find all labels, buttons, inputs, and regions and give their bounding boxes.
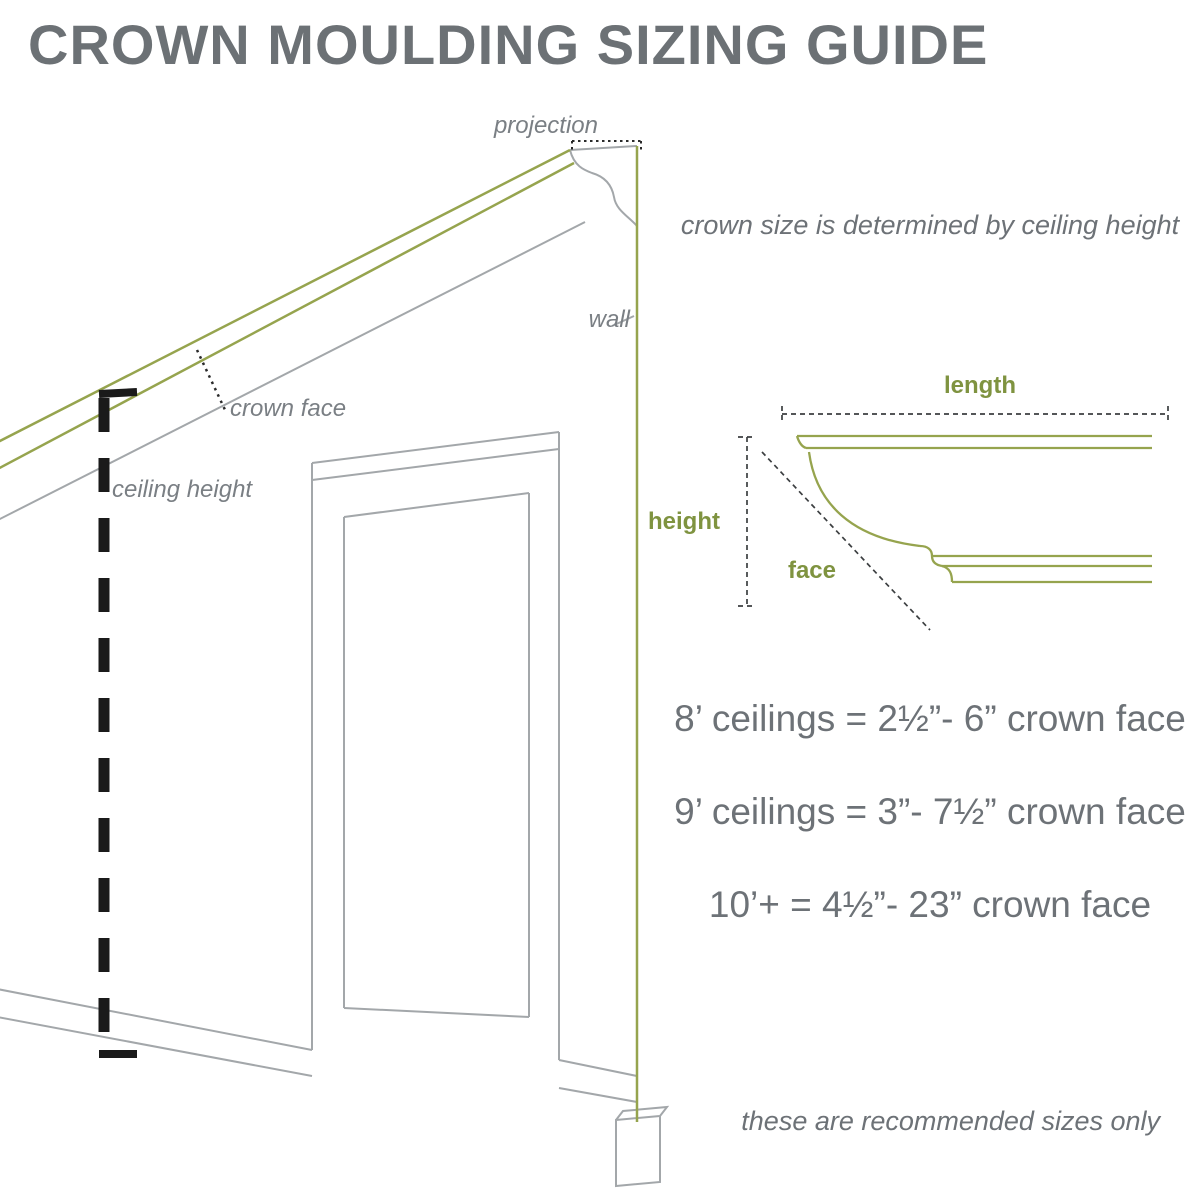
sizing-rule-10ft: 10’+ = 4½”- 23” crown face bbox=[708, 884, 1152, 925]
subtitle: crown size is determined by ceiling heig… bbox=[680, 210, 1180, 240]
projection-dimension bbox=[571, 140, 642, 153]
sizing-rule-9ft: 9’ ceilings = 3”- 7½” crown face bbox=[674, 791, 1186, 832]
height-dimension bbox=[738, 436, 756, 607]
ceiling-height-dimension bbox=[98, 388, 138, 1058]
room-outline bbox=[0, 145, 670, 1188]
cross-section-profile bbox=[795, 434, 1152, 584]
footnote: these are recommended sizes only bbox=[741, 1106, 1160, 1136]
page-title: CROWN MOULDING SIZING GUIDE bbox=[28, 13, 989, 76]
ceiling-height-label: ceiling height bbox=[112, 476, 253, 503]
crown-face-label: crown face bbox=[230, 395, 347, 422]
length-dimension bbox=[781, 406, 1169, 423]
face-label: face bbox=[787, 557, 837, 584]
crown-moulding bbox=[0, 148, 575, 470]
wall-label: wall bbox=[588, 306, 630, 333]
length-label: length bbox=[944, 372, 1016, 399]
projection-label: projection bbox=[493, 112, 598, 139]
height-label: height bbox=[648, 508, 720, 535]
face-dimension bbox=[761, 451, 931, 631]
crown-face-dimension bbox=[195, 349, 228, 413]
sizing-rule-8ft: 8’ ceilings = 2½”- 6” crown face bbox=[674, 698, 1186, 739]
